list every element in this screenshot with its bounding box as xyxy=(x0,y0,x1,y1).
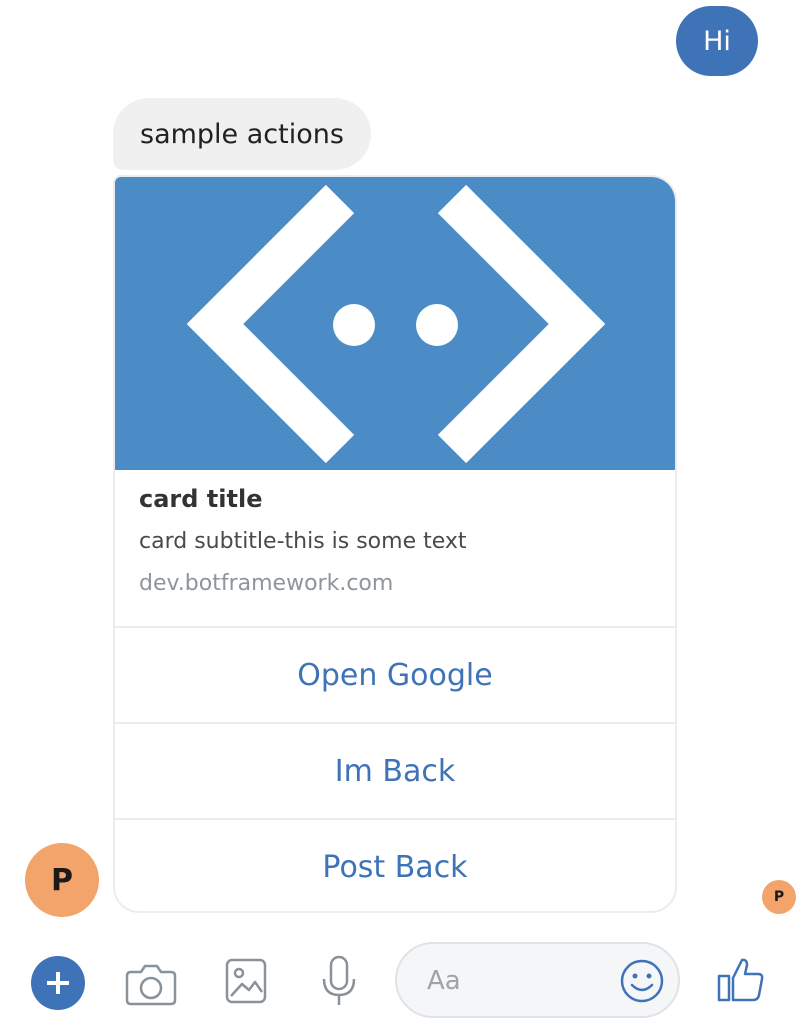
emoji-icon xyxy=(620,959,664,1003)
camera-button[interactable] xyxy=(124,958,178,1008)
im-back-button[interactable]: Im Back xyxy=(115,724,675,820)
card-title: card title xyxy=(139,485,263,513)
gallery-button[interactable] xyxy=(224,956,268,1006)
thumbs-up-icon xyxy=(717,958,764,1002)
card-subtitle: card subtitle-this is some text xyxy=(139,529,467,554)
hero-card: card title card subtitle-this is some te… xyxy=(113,175,677,913)
read-receipt-avatar: P xyxy=(762,880,796,914)
plus-icon xyxy=(47,972,69,994)
card-url: dev.botframework.com xyxy=(139,571,394,596)
incoming-message-bubble[interactable]: sample actions xyxy=(113,98,371,170)
message-input[interactable] xyxy=(425,960,609,1002)
post-back-button[interactable]: Post Back xyxy=(322,849,468,885)
camera-icon xyxy=(125,964,177,1006)
card-hero-image[interactable] xyxy=(115,177,675,470)
microphone-icon xyxy=(322,955,356,1005)
microphone-button[interactable] xyxy=(320,954,358,1008)
emoji-button[interactable] xyxy=(619,958,665,1004)
composer-bar xyxy=(0,936,800,1035)
bot-avatar[interactable]: P xyxy=(25,843,99,917)
bot-framework-logo-icon xyxy=(186,184,606,464)
image-icon xyxy=(225,958,267,1004)
like-button[interactable] xyxy=(716,954,766,1004)
card-body: card title card subtitle-this is some te… xyxy=(115,470,675,628)
message-field xyxy=(395,942,680,1018)
open-google-button[interactable]: Open Google xyxy=(115,628,675,724)
outgoing-message-bubble[interactable]: Hi xyxy=(676,6,758,76)
plus-button[interactable] xyxy=(31,956,85,1010)
